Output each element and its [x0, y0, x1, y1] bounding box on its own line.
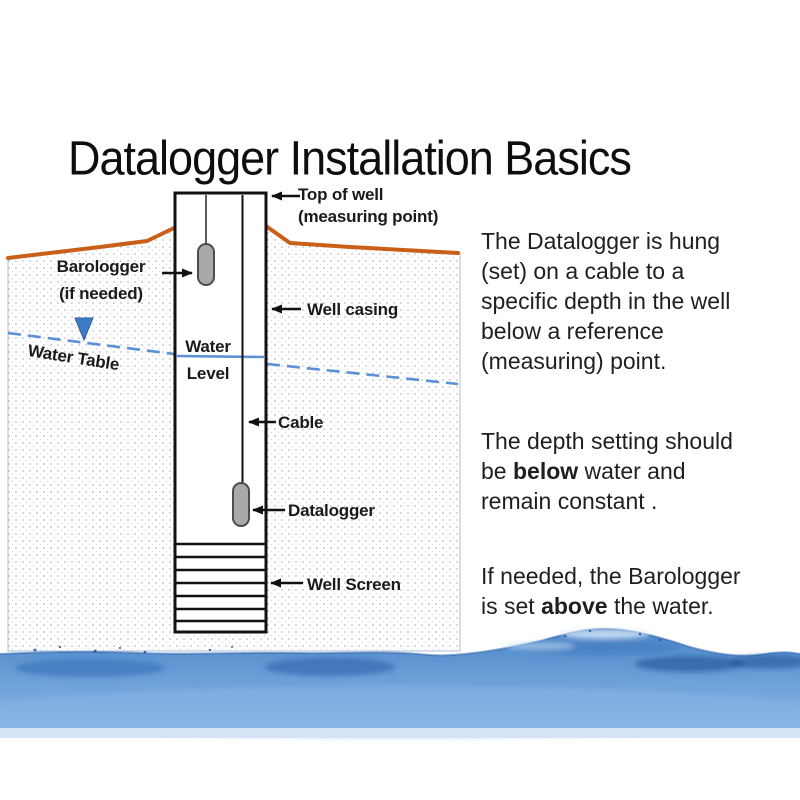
water-table-dashed-line-right — [266, 362, 459, 386]
well-casing-rect — [173, 191, 268, 634]
paragraph-barologger-above: If needed, the Barologger is set above t… — [481, 563, 741, 619]
datalogger-device — [232, 482, 250, 527]
water-surface-rim — [0, 627, 800, 657]
paragraph-datalogger-hung: The Datalogger is hung (set) on a cable … — [481, 228, 731, 374]
label-cable: Cable — [278, 413, 324, 432]
label-top-of-well: Top of well (measuring point) — [298, 185, 439, 226]
barologger-device — [197, 243, 215, 286]
ground-surface-line-left — [6, 226, 176, 260]
water-droplet-specks — [33, 629, 662, 654]
water-band — [0, 627, 800, 738]
water-table-dashed-line-left — [7, 331, 175, 356]
page-title: Datalogger Installation Basics — [68, 130, 632, 186]
label-well-screen: Well Screen — [307, 575, 401, 594]
paragraph-depth-setting: The depth setting should be below water … — [481, 428, 733, 514]
well-screen-lines — [176, 542, 265, 623]
ground-surface-line-right — [264, 224, 460, 255]
label-barologger: Barologger (if needed) — [56, 257, 146, 303]
label-water-level: Water Level — [185, 337, 231, 383]
water-level-line — [176, 354, 265, 359]
label-well-casing: Well casing — [307, 300, 399, 319]
water-band-fade — [0, 728, 800, 738]
label-datalogger: Datalogger — [288, 501, 375, 520]
water-table-triangle-icon — [74, 317, 94, 342]
annotation-arrows — [162, 191, 303, 588]
